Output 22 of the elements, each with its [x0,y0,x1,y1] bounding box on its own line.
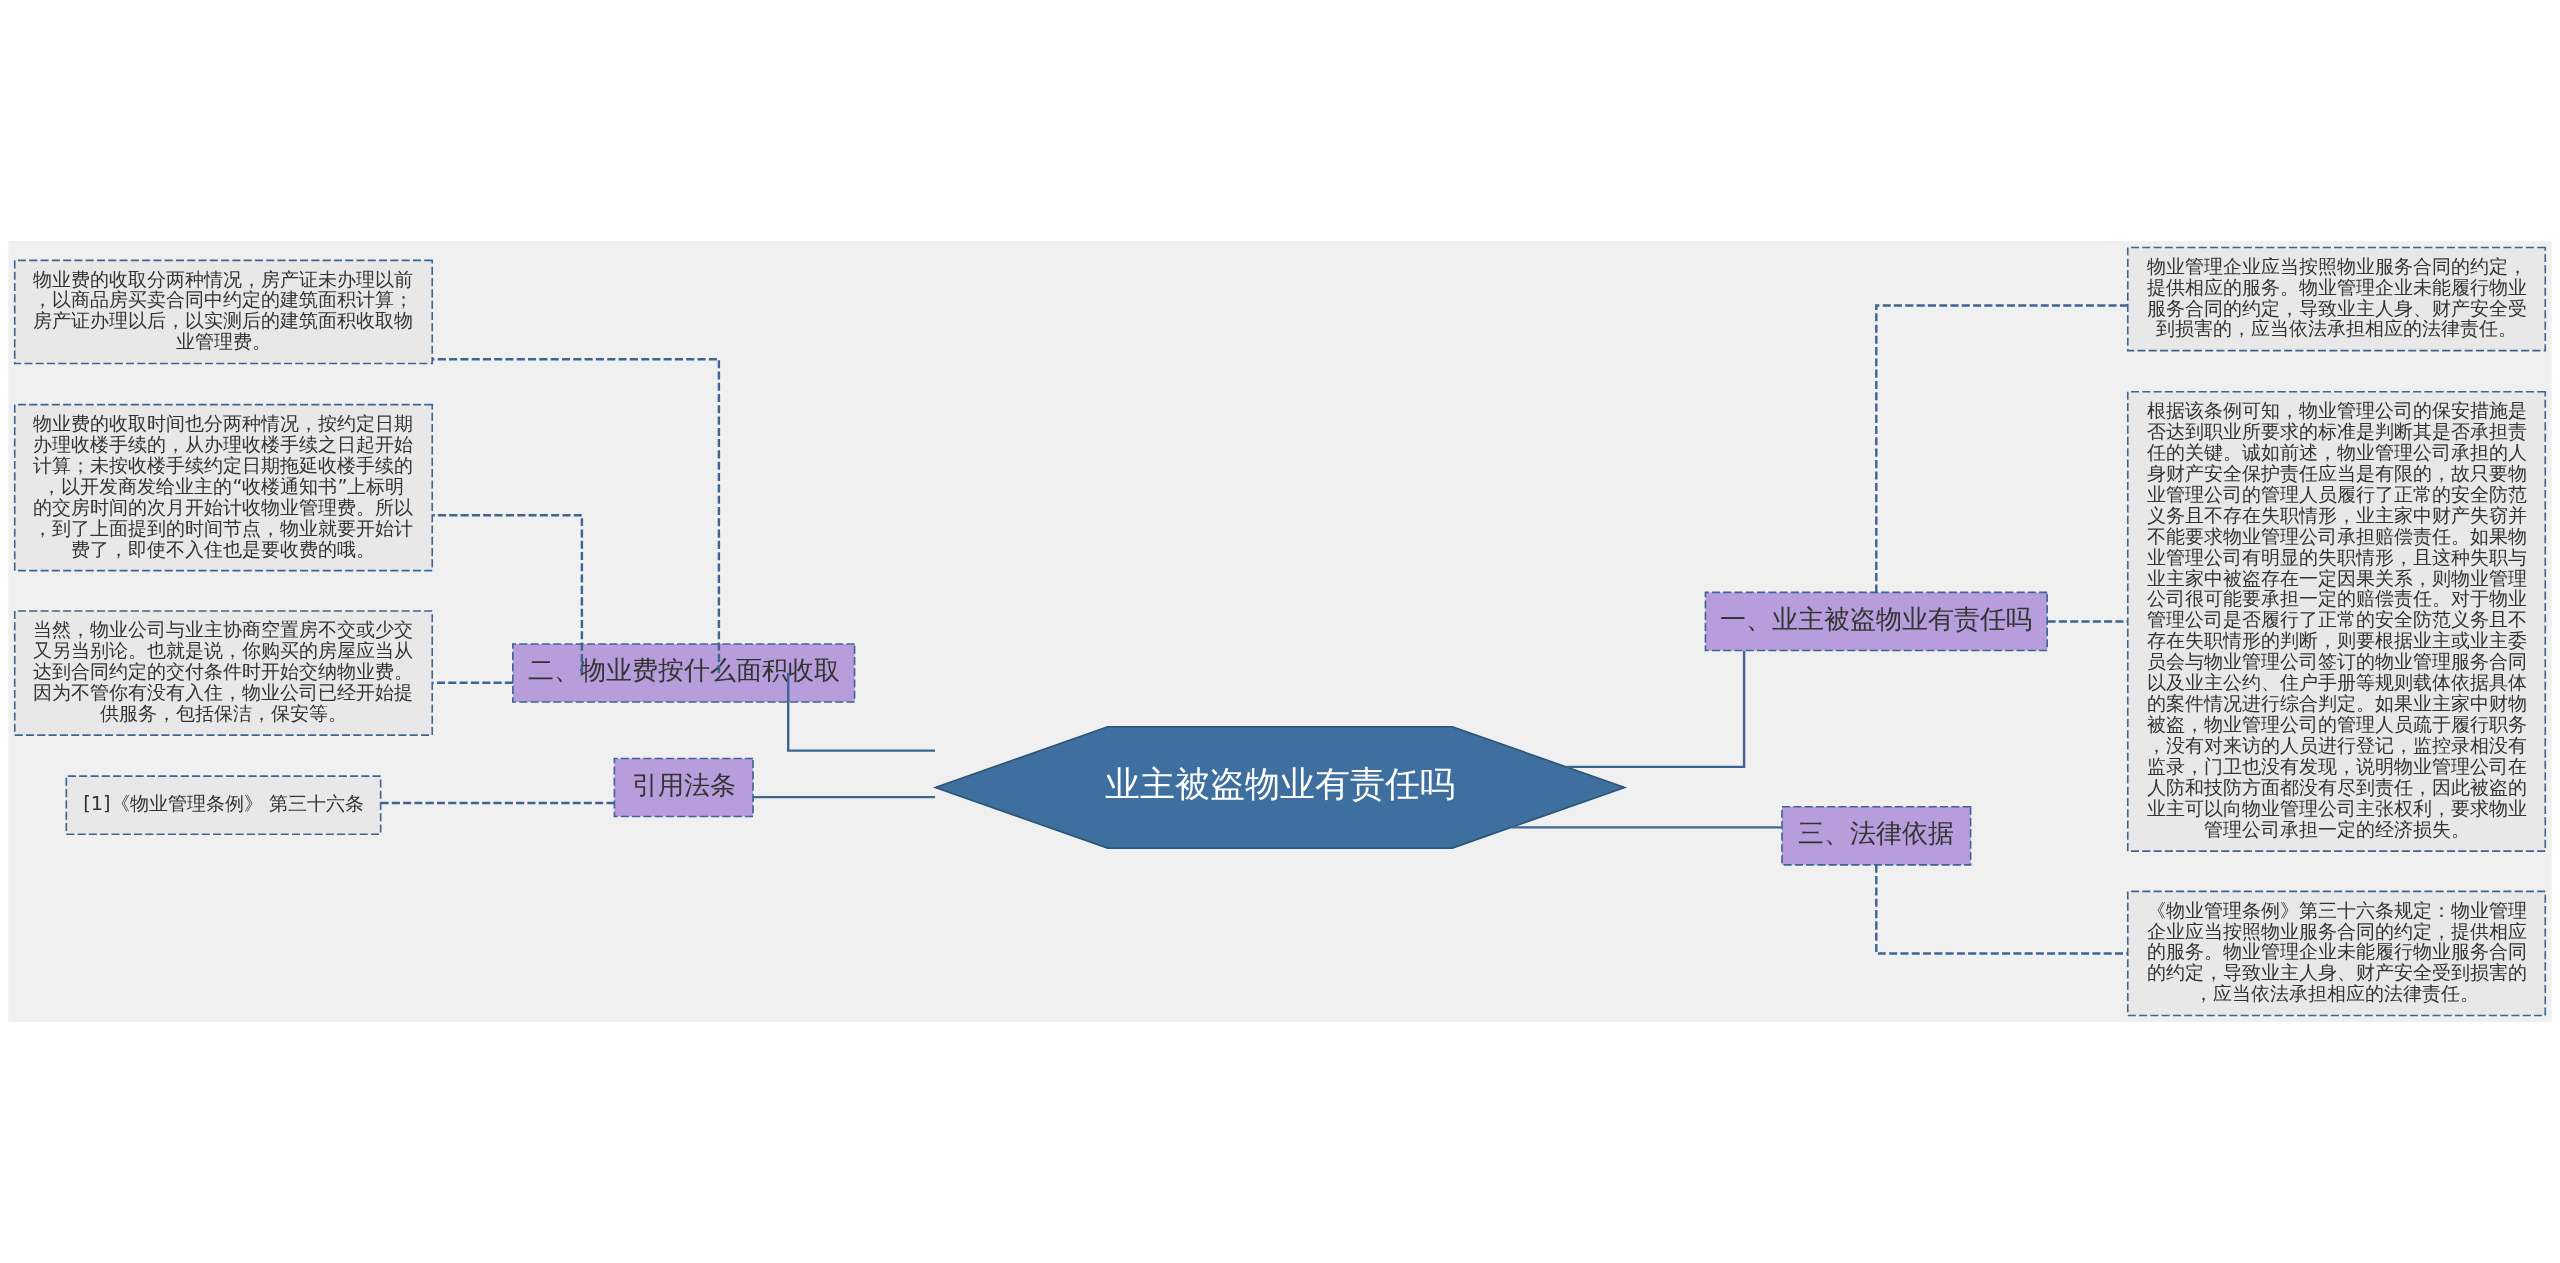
node-box: [1]《物业管理条例》 第三十六条 [65,775,382,835]
node-box: 物业管理企业应当按照物业服务合同的约定，提供相应的服务。物业管理企业未能履行物业服务合同的约定，导致业主人身、财产安全受到损害的，应当依法承担相应的法律责任。 [2126,246,2547,352]
connector [1875,864,2128,955]
connector [2047,620,2128,623]
node-box: 物业费的收取时间也分两种情况，按约定日期办理收楼手续的，从办理收楼手续之日起开始计算；未按收楼手续约定日期拖延收楼手续的，以开发商发给业主的“收楼通知书”上标明的交房时间的次月开始计收物业管理费。所以，到了上面提到的时间节点，物业就要开始计费了，即使不入住也是要收费的哦。 [13,403,434,572]
node-box: 一、业主被盗物业有责任吗 [1704,591,2048,652]
connector [433,358,721,673]
connector [1875,304,2128,593]
connector [753,795,936,799]
node-box: 当然，物业公司与业主协商空置房不交或少交又另当别论。也就是说，你购买的房屋应当从达到合同约定的交付条件时开始交纳物业费。因为不管你有没有入住，物业公司已经开始提供服务，包括保洁，保安等。 [13,610,434,736]
node-box: 三、法律依据 [1781,806,1972,866]
node-box: 《物业管理条例》第三十六条规定：物业管理企业应当按照物业服务合同的约定，提供相应的服务。物业管理企业未能履行物业服务合同的约定，导致业主人身、财产安全受到损害的，应当依法承担相应的法律责任。 [2126,890,2547,1017]
node-box: 引用法条 [613,757,754,818]
node-box: 根据该条例可知，物业管理公司的保安措施是否达到职业所要求的标准是判断其是否承担责任的关键。诚如前述，物业管理公司承担的人身财产安全保护责任应当是有限的，故只要物业管理公司的管理人员履行了正常的安全防范义务且不存在失职情形，业主家中财产失窃并不能要求物业管理公司承担赔偿责任。如果物业管理公司有明显的失职情形，且这种失职与业主家中被盗存在一定因果关系，则物业管理公司很可能要承担一定的赔偿责任。对于物业管理公司是否履行了正常的安全防范义务且不存在失职情形的判断，则要根据业主或业主委员会与物业管理公司签订的物业管理服务合同以及业主公约、住户手册等规则载体依据具体的案件情况进行综合判定。如果业主家中财物被盗，物业管理公司的管理人员疏于履行职务，没有对来访的人员进行登记，监控录相没有监录，门卫也没有发现，说明物业管理公司在人防和技防方面都没有尽到责任，因此被盗的业主可以向物业管理公司主张权利，要求物业管理公司承担一定的经济损失。 [2126,390,2547,852]
node-box: 二、物业费按什么面积收取 [512,643,856,703]
node-box: 物业费的收取分两种情况，房产证未办理以前，以商品房买卖合同中约定的建筑面积计算；房产证办理以后，以实测后的建筑面积收取物业管理费。 [13,259,434,365]
connector [1566,650,1746,769]
connector [433,514,584,673]
connector [1511,826,1782,829]
connector [787,673,936,752]
connector [379,801,615,805]
connector [433,681,513,684]
